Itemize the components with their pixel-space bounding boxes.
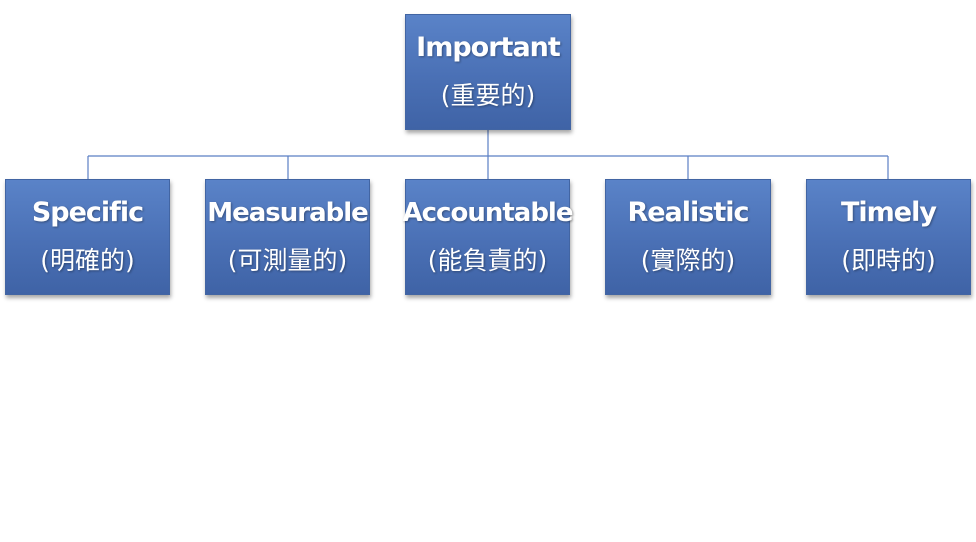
child-label-en: Timely	[841, 197, 937, 228]
root-node-important: Important (重要的)	[405, 14, 571, 130]
child-label-zh: (即時的)	[841, 246, 936, 275]
child-node-measurable: Measurable (可測量的)	[205, 179, 370, 295]
child-label-zh: (能負責的)	[427, 246, 548, 275]
child-node-specific: Specific (明確的)	[5, 179, 170, 295]
child-label-en: Realistic	[627, 197, 749, 228]
child-label-en: Measurable	[207, 198, 369, 228]
root-label-zh: (重要的)	[440, 81, 536, 110]
root-label-en: Important	[416, 32, 561, 63]
child-label-zh: (實際的)	[640, 246, 736, 275]
child-node-realistic: Realistic (實際的)	[605, 179, 771, 295]
child-node-timely: Timely (即時的)	[806, 179, 971, 295]
child-label-zh: (明確的)	[40, 246, 135, 275]
child-label-zh: (可測量的)	[227, 246, 348, 275]
child-label-en: Accountable	[402, 198, 574, 228]
child-label-en: Specific	[31, 197, 144, 228]
child-node-accountable: Accountable (能負責的)	[402, 179, 574, 295]
